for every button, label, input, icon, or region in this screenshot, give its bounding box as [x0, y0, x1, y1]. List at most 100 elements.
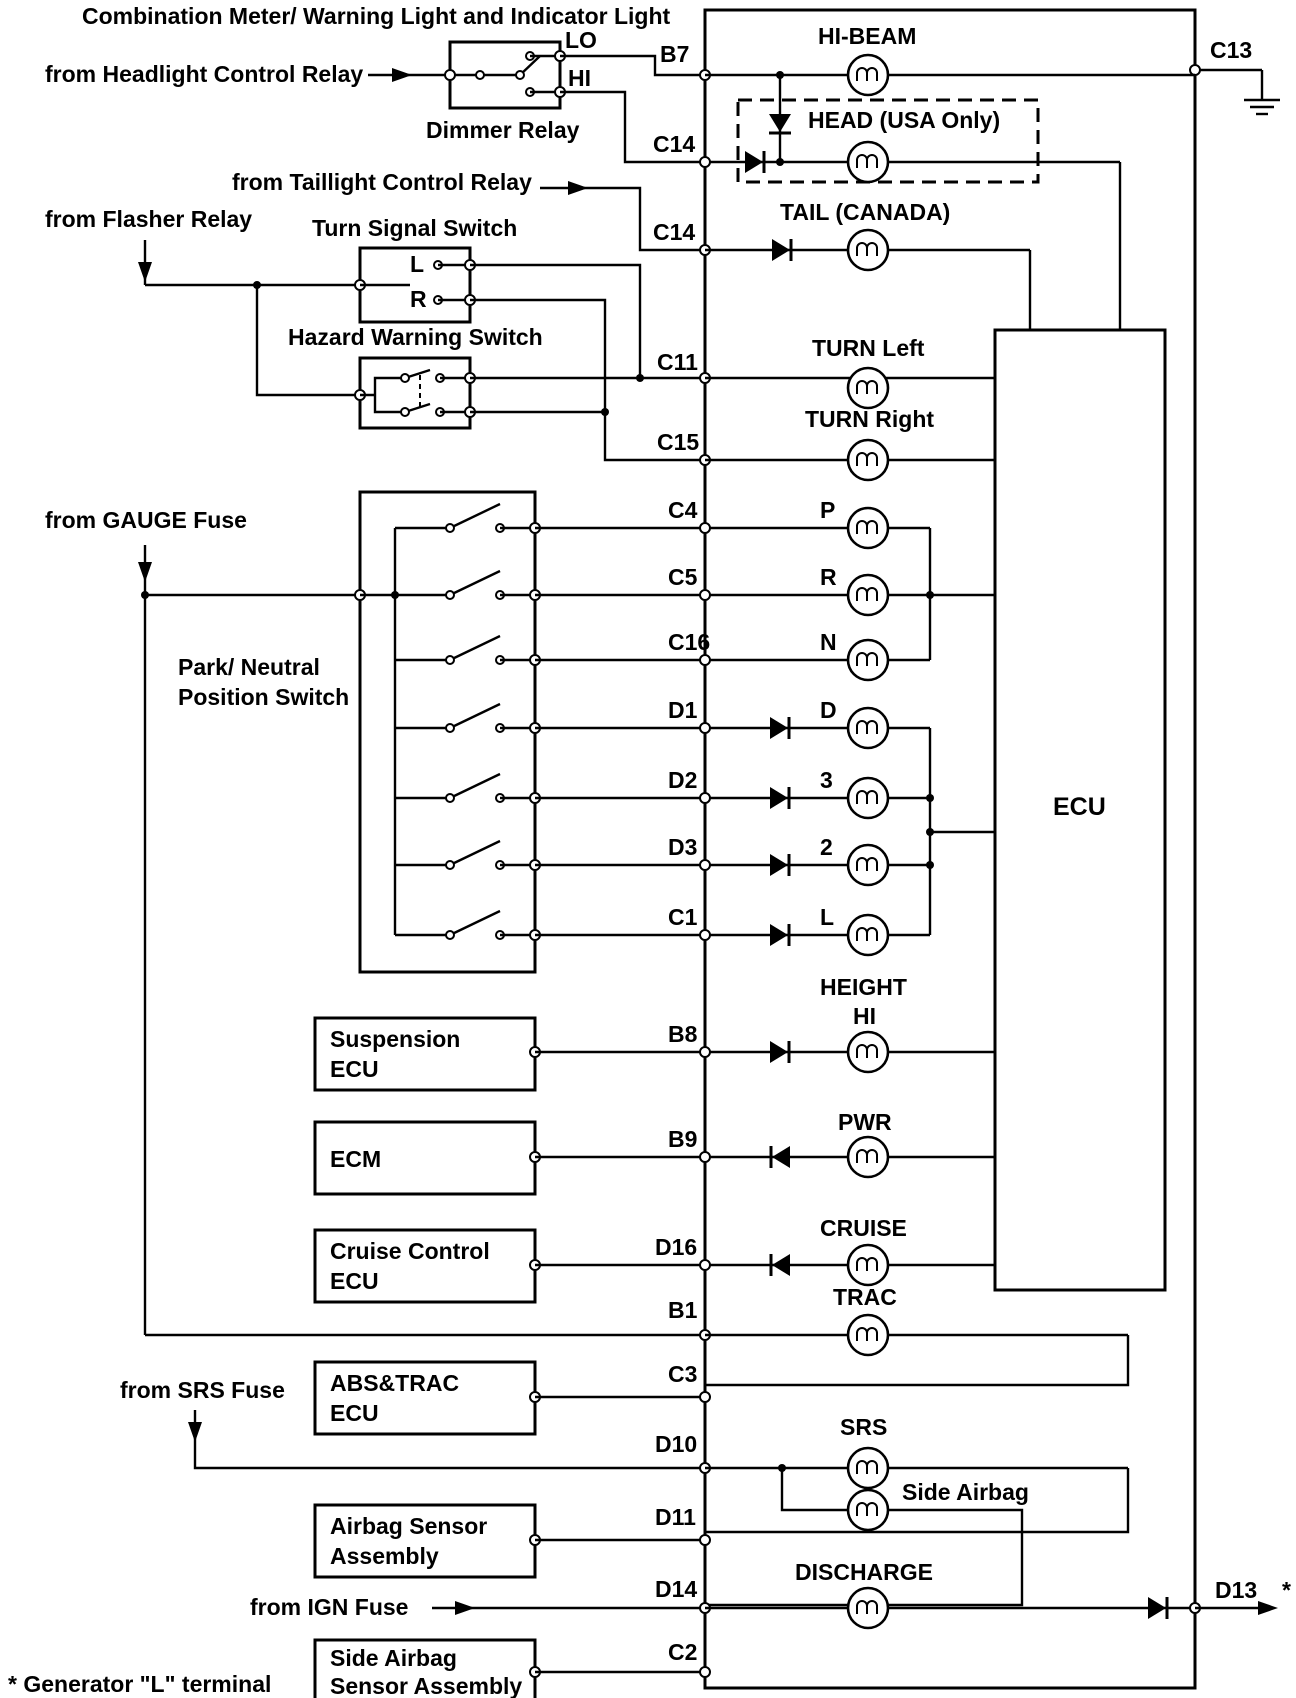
lamp-pwr-label: PWR: [838, 1109, 892, 1135]
cruise-ecu-block: Cruise Control ECU D16 CRUISE: [313, 1215, 995, 1304]
airbag-sensor-label-1: Airbag Sensor: [330, 1513, 487, 1539]
trac-lamp: B1 TRAC: [668, 1284, 1130, 1387]
source-gauge-fuse: from GAUGE Fuse: [45, 507, 247, 533]
source-headlight-relay: from Headlight Control Relay: [45, 61, 363, 87]
abs-trac-ecu-block: ABS&TRAC ECU C3: [313, 1360, 711, 1436]
lamp-turn-left-label: TURN Left: [812, 335, 925, 361]
lamp-srs-label: SRS: [840, 1414, 887, 1440]
connector-c11: C11: [657, 349, 698, 375]
hazard-switch-label: Hazard Warning Switch: [288, 324, 543, 350]
arrow-right-icon: [1258, 1601, 1278, 1615]
connector-c4: C4: [668, 497, 698, 523]
arrow-down-icon: [138, 262, 152, 282]
turn-left-lamp: C11 TURN Left: [657, 335, 995, 410]
connector-c14-tail: C14: [653, 219, 695, 245]
dimmer-relay-label: Dimmer Relay: [426, 117, 580, 143]
arrow-right-icon: [568, 181, 588, 195]
tail-lamp: from Taillight Control Relay C14 TAIL (C…: [232, 169, 1032, 330]
pn-row-r: C5 R: [395, 564, 930, 617]
connector-b9: B9: [668, 1126, 697, 1152]
airbag-sensor-label-2: Assembly: [330, 1543, 439, 1569]
shift-indicator-commons: [926, 528, 995, 935]
srs-lamp: from SRS Fuse D10 SRS: [120, 1377, 1130, 1534]
connector-d13-mark: *: [1282, 1577, 1291, 1603]
lamp-hi-beam-label: HI-BEAM: [818, 23, 916, 49]
pn-row-d: D1 D: [395, 697, 930, 750]
connector-c2: C2: [668, 1639, 697, 1665]
connector-c3: C3: [668, 1361, 697, 1387]
connector-c14-head: C14: [653, 131, 695, 157]
turn-r-label: R: [410, 286, 427, 312]
ecm-label: ECM: [330, 1146, 381, 1172]
discharge-lamp: from IGN Fuse D14 DISCHARGE D13 *: [250, 1559, 1291, 1630]
ground-symbol-icon: [1189, 64, 1280, 116]
connector-c1: C1: [668, 904, 698, 930]
pn-row-three: D2 3: [395, 767, 930, 820]
connector-d1: D1: [668, 697, 698, 723]
connector-d2: D2: [668, 767, 697, 793]
lamp-l-label: L: [820, 904, 834, 930]
turn-signal-switch-label: Turn Signal Switch: [312, 215, 517, 241]
connector-d13: D13: [1215, 1577, 1257, 1603]
headlight-section: from Headlight Control Relay LO HI Dimme…: [45, 27, 705, 164]
arrow-right-icon: [455, 1601, 475, 1615]
lamp-cruise-label: CRUISE: [820, 1215, 907, 1241]
footnote: * Generator "L" terminal: [8, 1671, 271, 1697]
pn-switch-label-1: Park/ Neutral: [178, 654, 320, 680]
turn-l-label: L: [410, 251, 424, 277]
turn-right-lamp: C15 TURN Right: [657, 406, 995, 482]
connector-c5: C5: [668, 564, 698, 590]
cruise-ecu-label-2: ECU: [330, 1268, 379, 1294]
connector-d14: D14: [655, 1576, 697, 1602]
combination-meter-outline: [703, 8, 1197, 1690]
suspension-ecu-label-2: ECU: [330, 1056, 379, 1082]
ecu-block: ECU: [993, 328, 1167, 1292]
turn-hazard-section: from Flasher Relay Turn Signal Switch L …: [45, 206, 705, 462]
dimmer-lo-label: LO: [565, 27, 597, 53]
abs-trac-ecu-label-2: ECU: [330, 1400, 379, 1426]
side-airbag-sensor-label-1: Side Airbag: [330, 1645, 457, 1671]
lamp-two-label: 2: [820, 834, 833, 860]
park-neutral-switch: from GAUGE Fuse Park/ Neutral Position S…: [45, 490, 705, 1337]
lamp-n-label: N: [820, 629, 837, 655]
lamp-p-label: P: [820, 497, 835, 523]
connector-c15: C15: [657, 429, 699, 455]
side-airbag-sensor-label-2: Sensor Assembly: [330, 1673, 522, 1698]
source-flasher-relay: from Flasher Relay: [45, 206, 252, 232]
cruise-ecu-label-1: Cruise Control: [330, 1238, 490, 1264]
lamp-discharge-label: DISCHARGE: [795, 1559, 933, 1585]
source-ign-fuse: from IGN Fuse: [250, 1594, 408, 1620]
suspension-ecu-label-1: Suspension: [330, 1026, 460, 1052]
diagram-title: Combination Meter/ Warning Light and Ind…: [82, 3, 671, 29]
lamp-height-label-1: HEIGHT: [820, 974, 907, 1000]
connector-b8: B8: [668, 1021, 698, 1047]
lamp-height-label-2: HI: [853, 1003, 876, 1029]
source-srs-fuse: from SRS Fuse: [120, 1377, 285, 1403]
pn-row-l: C1 L: [395, 904, 930, 957]
head-usa-lamp: HEAD (USA Only) C14: [653, 75, 1122, 330]
lamp-tail-label: TAIL (CANADA): [780, 199, 950, 225]
connector-c16: C16: [668, 629, 710, 655]
side-airbag-sensor-block: Side Airbag Sensor Assembly C2: [313, 1638, 711, 1698]
pn-row-n: C16 N: [395, 629, 930, 682]
connector-d10: D10: [655, 1431, 697, 1457]
abs-trac-ecu-label-1: ABS&TRAC: [330, 1370, 459, 1396]
dimmer-hi-label: HI: [568, 65, 591, 91]
connector-d11: D11: [655, 1504, 696, 1530]
pn-switch-label-2: Position Switch: [178, 684, 349, 710]
connector-b7: B7: [660, 41, 689, 67]
airbag-sensor-block: Airbag Sensor Assembly D11: [313, 1503, 711, 1579]
arrow-down-icon: [188, 1422, 202, 1442]
lamp-turn-right-label: TURN Right: [805, 406, 934, 432]
lamp-d-label: D: [820, 697, 837, 723]
lamp-three-label: 3: [820, 767, 833, 793]
arrow-right-icon: [392, 68, 412, 82]
arrow-down-icon: [138, 562, 152, 582]
side-airbag-lamp: Side Airbag: [705, 1468, 1029, 1607]
source-taillight-relay: from Taillight Control Relay: [232, 169, 532, 195]
ecu-label: ECU: [1053, 793, 1106, 821]
lamp-r-label: R: [820, 564, 837, 590]
